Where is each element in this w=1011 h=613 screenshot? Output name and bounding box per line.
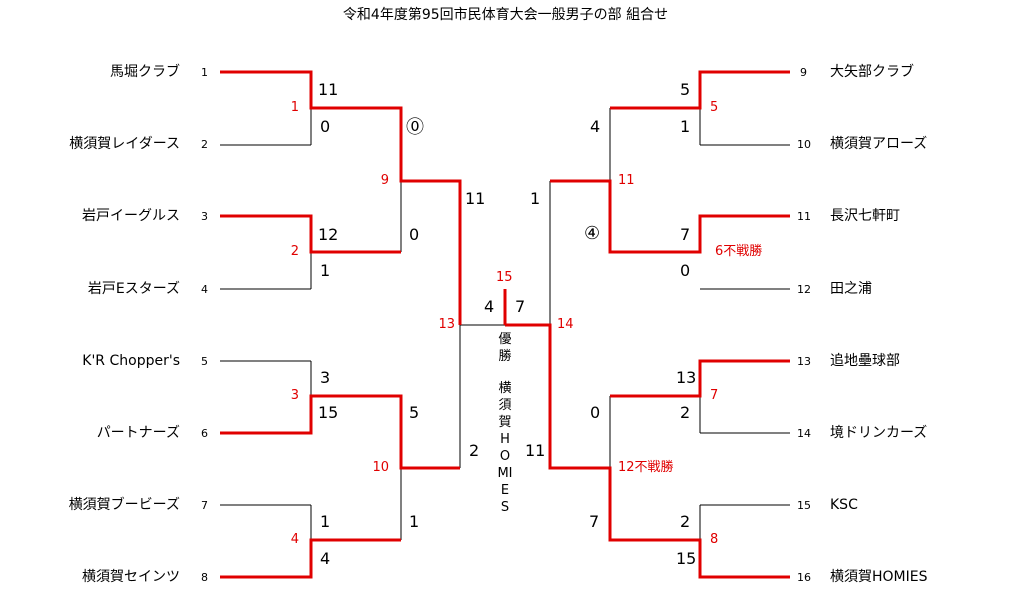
team-name: 横須賀HOMIES — [830, 569, 928, 585]
winner-path — [220, 70, 462, 325]
match-number: 14 — [557, 317, 574, 332]
score: 11 — [465, 189, 486, 208]
match-number: 12不戦勝 — [618, 460, 674, 475]
seed-number: 5 — [201, 355, 208, 368]
match-number: 1 — [290, 100, 299, 115]
score: 1 — [530, 189, 541, 208]
score: 0 — [320, 117, 331, 136]
score: 7 — [589, 512, 600, 531]
team-name: 横須賀アローズ — [830, 136, 928, 152]
score: 2 — [469, 441, 480, 460]
winner-path — [220, 538, 401, 579]
winner-path — [610, 70, 790, 110]
match-number: 6不戦勝 — [715, 244, 763, 259]
score: 4 — [320, 549, 331, 568]
score: 5 — [409, 403, 420, 422]
match-number: 15 — [496, 270, 513, 285]
score: 15 — [318, 403, 339, 422]
seed-number: 1 — [201, 66, 208, 79]
circled-mark: ④ — [584, 223, 601, 244]
match-number: 5 — [710, 100, 719, 115]
team-name: KSC — [830, 497, 858, 513]
champion-label: 優勝 — [498, 332, 512, 364]
match-number: 13 — [438, 317, 455, 332]
seed-number: 13 — [797, 355, 811, 368]
score: 1 — [409, 512, 420, 531]
winner-path — [505, 323, 790, 579]
winner-path — [220, 394, 460, 470]
seed-number: 4 — [201, 283, 208, 296]
match-number: 11 — [618, 173, 635, 188]
seed-number: 16 — [797, 571, 811, 584]
seed-number: 7 — [201, 499, 208, 512]
seed-number: 2 — [201, 138, 208, 151]
seed-number: 3 — [201, 210, 208, 223]
seed-number: 14 — [797, 427, 811, 440]
team-name: 田之浦 — [830, 281, 872, 297]
team-name: 横須賀セインツ — [82, 569, 180, 585]
score: 11 — [318, 80, 339, 99]
team-name: パートナーズ — [96, 425, 180, 441]
match-number: 7 — [710, 388, 719, 403]
score: 11 — [525, 441, 546, 460]
seed-number: 12 — [797, 283, 811, 296]
score: 13 — [676, 368, 697, 387]
seed-number: 10 — [797, 138, 811, 151]
match-number: 9 — [380, 173, 389, 188]
winner-path — [220, 214, 401, 254]
score: 0 — [590, 403, 601, 422]
seed-number: 6 — [201, 427, 208, 440]
team-name: 追地壘球部 — [830, 353, 900, 369]
score: 1 — [320, 512, 331, 531]
score: 7 — [680, 225, 691, 244]
team-name: K'R Chopper's — [82, 353, 180, 369]
score: 3 — [320, 368, 331, 387]
page-title: 令和4年度第95回市民体育大会一般男子の部 組合せ — [342, 7, 669, 23]
score: 0 — [409, 225, 420, 244]
champion-team: 横須賀HOMIES — [497, 381, 513, 515]
team-name: 横須賀ブービーズ — [68, 497, 180, 513]
score: 2 — [680, 512, 691, 531]
match-number: 10 — [372, 460, 389, 475]
score: 4 — [484, 297, 495, 316]
seed-number: 9 — [800, 66, 807, 79]
circled-mark: ⓪ — [406, 117, 424, 138]
team-name: 馬堀クラブ — [110, 64, 180, 80]
score: 0 — [680, 261, 691, 280]
score: 1 — [680, 117, 691, 136]
team-name: 岩戸イーグルス — [82, 208, 180, 224]
score: 1 — [320, 261, 331, 280]
score: 12 — [318, 225, 339, 244]
seed-number: 11 — [797, 210, 811, 223]
match-number: 3 — [290, 388, 299, 403]
match-number: 8 — [710, 532, 719, 547]
team-name: 長沢七軒町 — [830, 208, 900, 224]
score: 5 — [680, 80, 691, 99]
team-name: 横須賀レイダース — [69, 136, 180, 152]
winner-path — [610, 359, 790, 398]
team-name: 境ドリンカーズ — [830, 425, 928, 441]
score: 4 — [590, 117, 601, 136]
match-number: 4 — [290, 532, 299, 547]
team-name: 岩戸Eスターズ — [87, 281, 180, 297]
seed-number: 8 — [201, 571, 208, 584]
score: 2 — [680, 403, 691, 422]
seed-number: 15 — [797, 499, 811, 512]
match-number: 2 — [290, 244, 299, 259]
team-name: 大矢部クラブ — [830, 64, 914, 80]
score: 15 — [676, 549, 697, 568]
winner-path — [550, 179, 790, 254]
score: 7 — [515, 297, 526, 316]
